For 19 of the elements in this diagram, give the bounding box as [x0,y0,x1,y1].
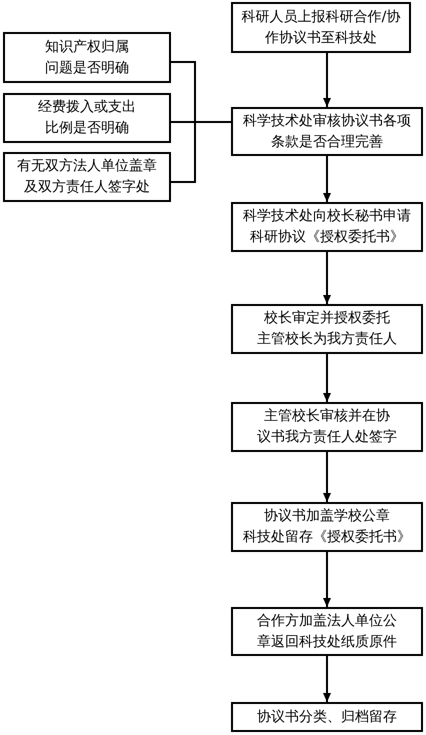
process-box: 合作方加盖法人单位公章返回科技处纸质原件 [231,607,423,656]
arrow [323,53,331,107]
process-box: 科学技术处审核协议书各项条款是否合理完善 [231,107,423,156]
arrow [323,452,331,502]
process-box: 协议书加盖学校公章科技处留存《授权委托书》 [231,502,423,552]
process-box: 校长审定并授权委托主管校长为我方责任人 [231,304,423,354]
process-box: 协议书分类、归档留存 [231,702,423,732]
arrow [323,354,331,402]
arrow [323,156,331,202]
arrow [323,552,331,607]
process-box: 主管校长审核并在协议书我方责任人处签字 [231,402,423,452]
criterion-box: 知识产权归属问题是否明确 [3,32,171,83]
criterion-box: 经费拨入或支出比例是否明确 [3,93,171,143]
arrow [323,252,331,304]
process-box: 科研人员上报科研合作/协作协议书至科技处 [231,2,411,53]
arrow [323,656,331,702]
process-box: 科学技术处向校长秘书申请科研协议《授权委托书》 [231,202,423,252]
connector-line [171,121,231,183]
criterion-box: 有无双方法人单位盖章及双方责任人签字处 [3,152,171,202]
